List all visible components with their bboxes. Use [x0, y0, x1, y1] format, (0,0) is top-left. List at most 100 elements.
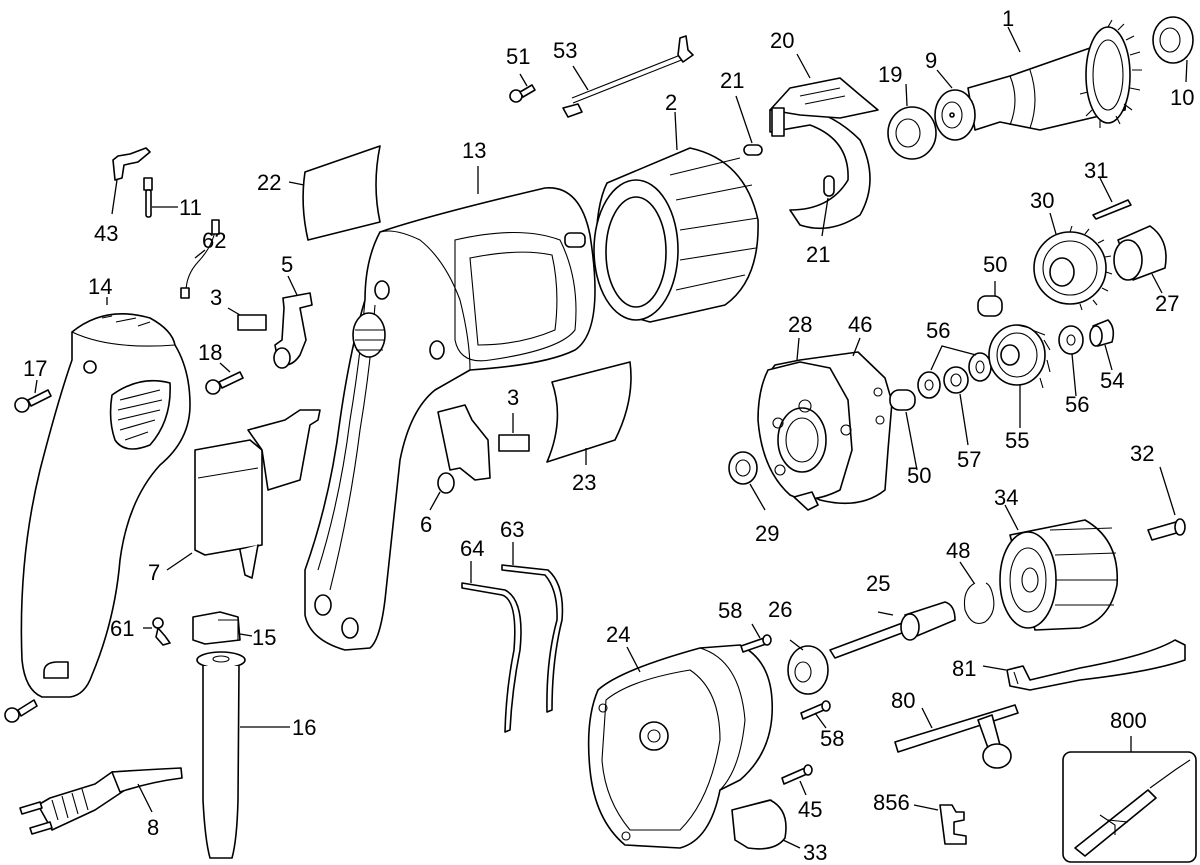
part-1-armature	[934, 19, 1142, 141]
part-55-intermediate-gear	[988, 324, 1051, 428]
label-part-50-lower: 50	[907, 463, 931, 488]
label-part-9: 9	[925, 48, 937, 73]
part-18-screw	[205, 362, 244, 395]
part-64-wire	[461, 561, 522, 733]
part-81-strap	[982, 639, 1186, 691]
label-part-6: 6	[420, 512, 432, 537]
part-56-washer-middle	[930, 345, 992, 382]
part-13-motor-housing	[304, 166, 596, 651]
label-part-34: 34	[994, 485, 1018, 510]
label-part-46: 46	[848, 312, 872, 337]
label-part-8: 8	[147, 815, 159, 840]
label-part-2: 2	[665, 90, 677, 115]
part-19-bearing	[887, 83, 937, 160]
part-48-retaining-ring	[959, 561, 995, 625]
label-part-33: 33	[803, 840, 827, 865]
part-17-screw	[14, 379, 52, 413]
label-part-7: 7	[148, 560, 160, 585]
label-part-26: 26	[768, 597, 792, 622]
part-43-clip	[111, 147, 151, 215]
part-20-brush-ring	[769, 53, 879, 230]
part-23-label-sheet	[546, 361, 632, 465]
label-part-14: 14	[88, 274, 112, 299]
part-856-clip	[913, 804, 967, 845]
label-part-62: 62	[202, 228, 226, 253]
label-part-43: 43	[94, 221, 118, 246]
label-part-3-upper: 3	[210, 285, 222, 310]
label-part-58-lower: 58	[820, 726, 844, 751]
label-part-53: 53	[553, 38, 577, 63]
label-part-31: 31	[1084, 158, 1108, 183]
part-34-armature-assembly	[999, 504, 1119, 631]
label-part-61: 61	[110, 616, 134, 641]
part-33-cap	[731, 799, 801, 850]
part-21-pin-lower	[821, 175, 835, 237]
label-part-21-lower: 21	[806, 242, 830, 267]
label-part-20: 20	[770, 28, 794, 53]
part-16-strain-relief	[196, 651, 290, 859]
label-part-15: 15	[252, 625, 276, 650]
part-50-bushing-lower	[889, 389, 918, 471]
label-part-63: 63	[500, 517, 524, 542]
label-part-17: 17	[23, 356, 47, 381]
label-part-54: 54	[1100, 368, 1124, 393]
part-26-bearing	[787, 639, 829, 695]
part-15-cord-clamp	[192, 611, 253, 645]
label-part-57: 57	[957, 447, 981, 472]
label-part-28: 28	[788, 312, 812, 337]
label-part-856: 856	[873, 790, 910, 815]
label-part-32: 32	[1130, 441, 1154, 466]
label-part-16: 16	[292, 715, 316, 740]
part-80-chuck-key	[894, 704, 1019, 769]
part-11-terminal	[143, 177, 178, 218]
label-part-80: 80	[891, 688, 915, 713]
part-22-label-sheet	[288, 145, 381, 241]
label-part-24: 24	[606, 622, 630, 647]
part-57-bearing	[943, 366, 969, 446]
part-3-brush-upper	[227, 307, 267, 331]
part-51-screw	[509, 73, 536, 103]
part-62-wire	[180, 219, 220, 299]
part-56-washer-left	[917, 371, 941, 399]
part-31-pin	[1092, 177, 1132, 220]
label-part-56-right: 56	[1065, 392, 1089, 417]
label-part-10: 10	[1170, 85, 1194, 110]
label-part-56-upper: 56	[926, 318, 950, 343]
part-63-wire	[501, 542, 564, 713]
part-54-needle-bearing	[1089, 319, 1115, 371]
label-part-5: 5	[281, 252, 293, 277]
label-part-50-upper: 50	[983, 252, 1007, 277]
label-part-30: 30	[1030, 188, 1054, 213]
part-56-washer-right	[1058, 325, 1084, 397]
part-21-pin-upper	[735, 95, 763, 156]
part-14-handle-cover	[20, 297, 191, 698]
label-part-1: 1	[1002, 6, 1014, 31]
label-part-81: 81	[952, 656, 976, 681]
part-27-sleeve	[1113, 225, 1167, 294]
label-part-18: 18	[198, 340, 222, 365]
label-part-11: 11	[179, 195, 202, 220]
part-labels: 1 2 3 3 5 6 7 8 9 10 11 13 14 15 16 17 1…	[23, 6, 1194, 865]
part-5-brush-holder	[273, 275, 313, 369]
part-58-screw-upper	[740, 623, 772, 653]
part-45-screw	[781, 764, 813, 796]
part-24-gear-case	[587, 644, 774, 849]
part-29-washer	[728, 451, 766, 511]
label-part-23: 23	[572, 470, 596, 495]
part-58-screw-lower	[800, 700, 831, 729]
label-part-58-upper: 58	[718, 598, 742, 623]
label-part-29: 29	[755, 521, 779, 546]
label-part-800: 800	[1110, 708, 1147, 733]
label-part-51: 51	[506, 44, 530, 69]
part-7-switch	[166, 409, 321, 579]
part-53-wire-bracket	[562, 35, 694, 118]
part-50-bushing-upper	[977, 281, 1003, 317]
label-part-45: 45	[798, 797, 822, 822]
part-30-gear	[1033, 212, 1113, 311]
label-part-22: 22	[257, 170, 281, 195]
part-bottom-screw	[4, 699, 38, 723]
label-part-21-upper: 21	[720, 68, 744, 93]
part-10-bearing	[1152, 16, 1194, 83]
part-61-ring-terminal	[143, 617, 171, 646]
